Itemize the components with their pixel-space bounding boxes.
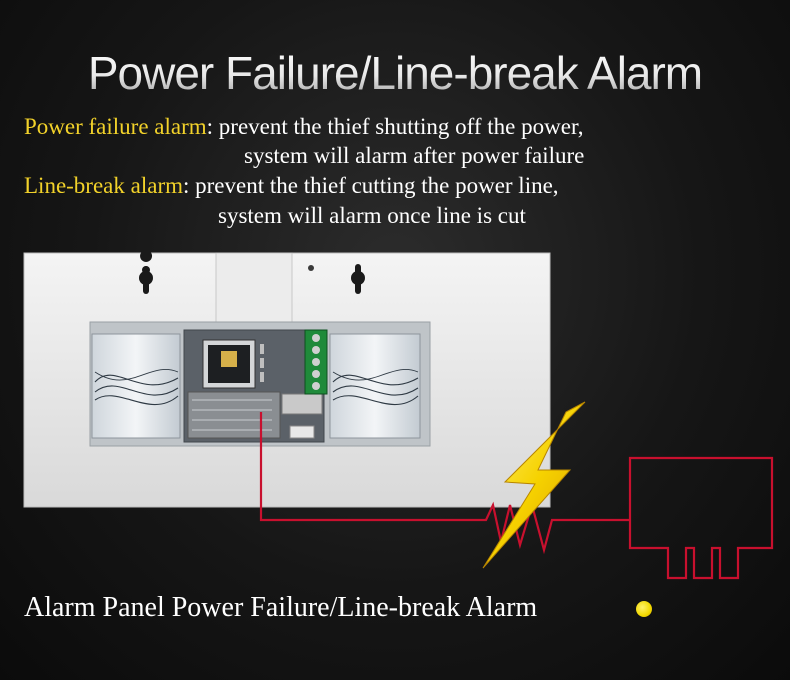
line-break-text: : prevent the thief cutting the power li… [183, 173, 559, 198]
power-failure-text: : prevent the thief shutting off the pow… [206, 114, 584, 139]
power-wire [259, 412, 774, 580]
alarm-panel-back [23, 250, 551, 508]
line-break-line2: system will alarm once line is cut [218, 203, 526, 228]
battery-left [91, 333, 181, 439]
power-failure-description: Power failure alarm: prevent the thief s… [24, 114, 583, 140]
battery-right [329, 333, 421, 439]
screw-hole [308, 265, 314, 271]
power-failure-label: Power failure alarm [24, 114, 207, 139]
circuit-board [183, 329, 325, 443]
power-failure-line2: system will alarm after power failure [244, 143, 585, 168]
mounting-hole-right [351, 264, 365, 294]
line-break-label: Line-break alarm [24, 173, 183, 198]
line-break-description: Line-break alarm: prevent the thief cutt… [24, 173, 559, 199]
terminal-block [304, 329, 328, 395]
page-title: Power Failure/Line-break Alarm [0, 46, 790, 100]
lightning-bolt-icon [482, 401, 586, 569]
bullet-dot-icon [636, 601, 652, 617]
caption: Alarm Panel Power Failure/Line-break Ala… [24, 592, 538, 623]
